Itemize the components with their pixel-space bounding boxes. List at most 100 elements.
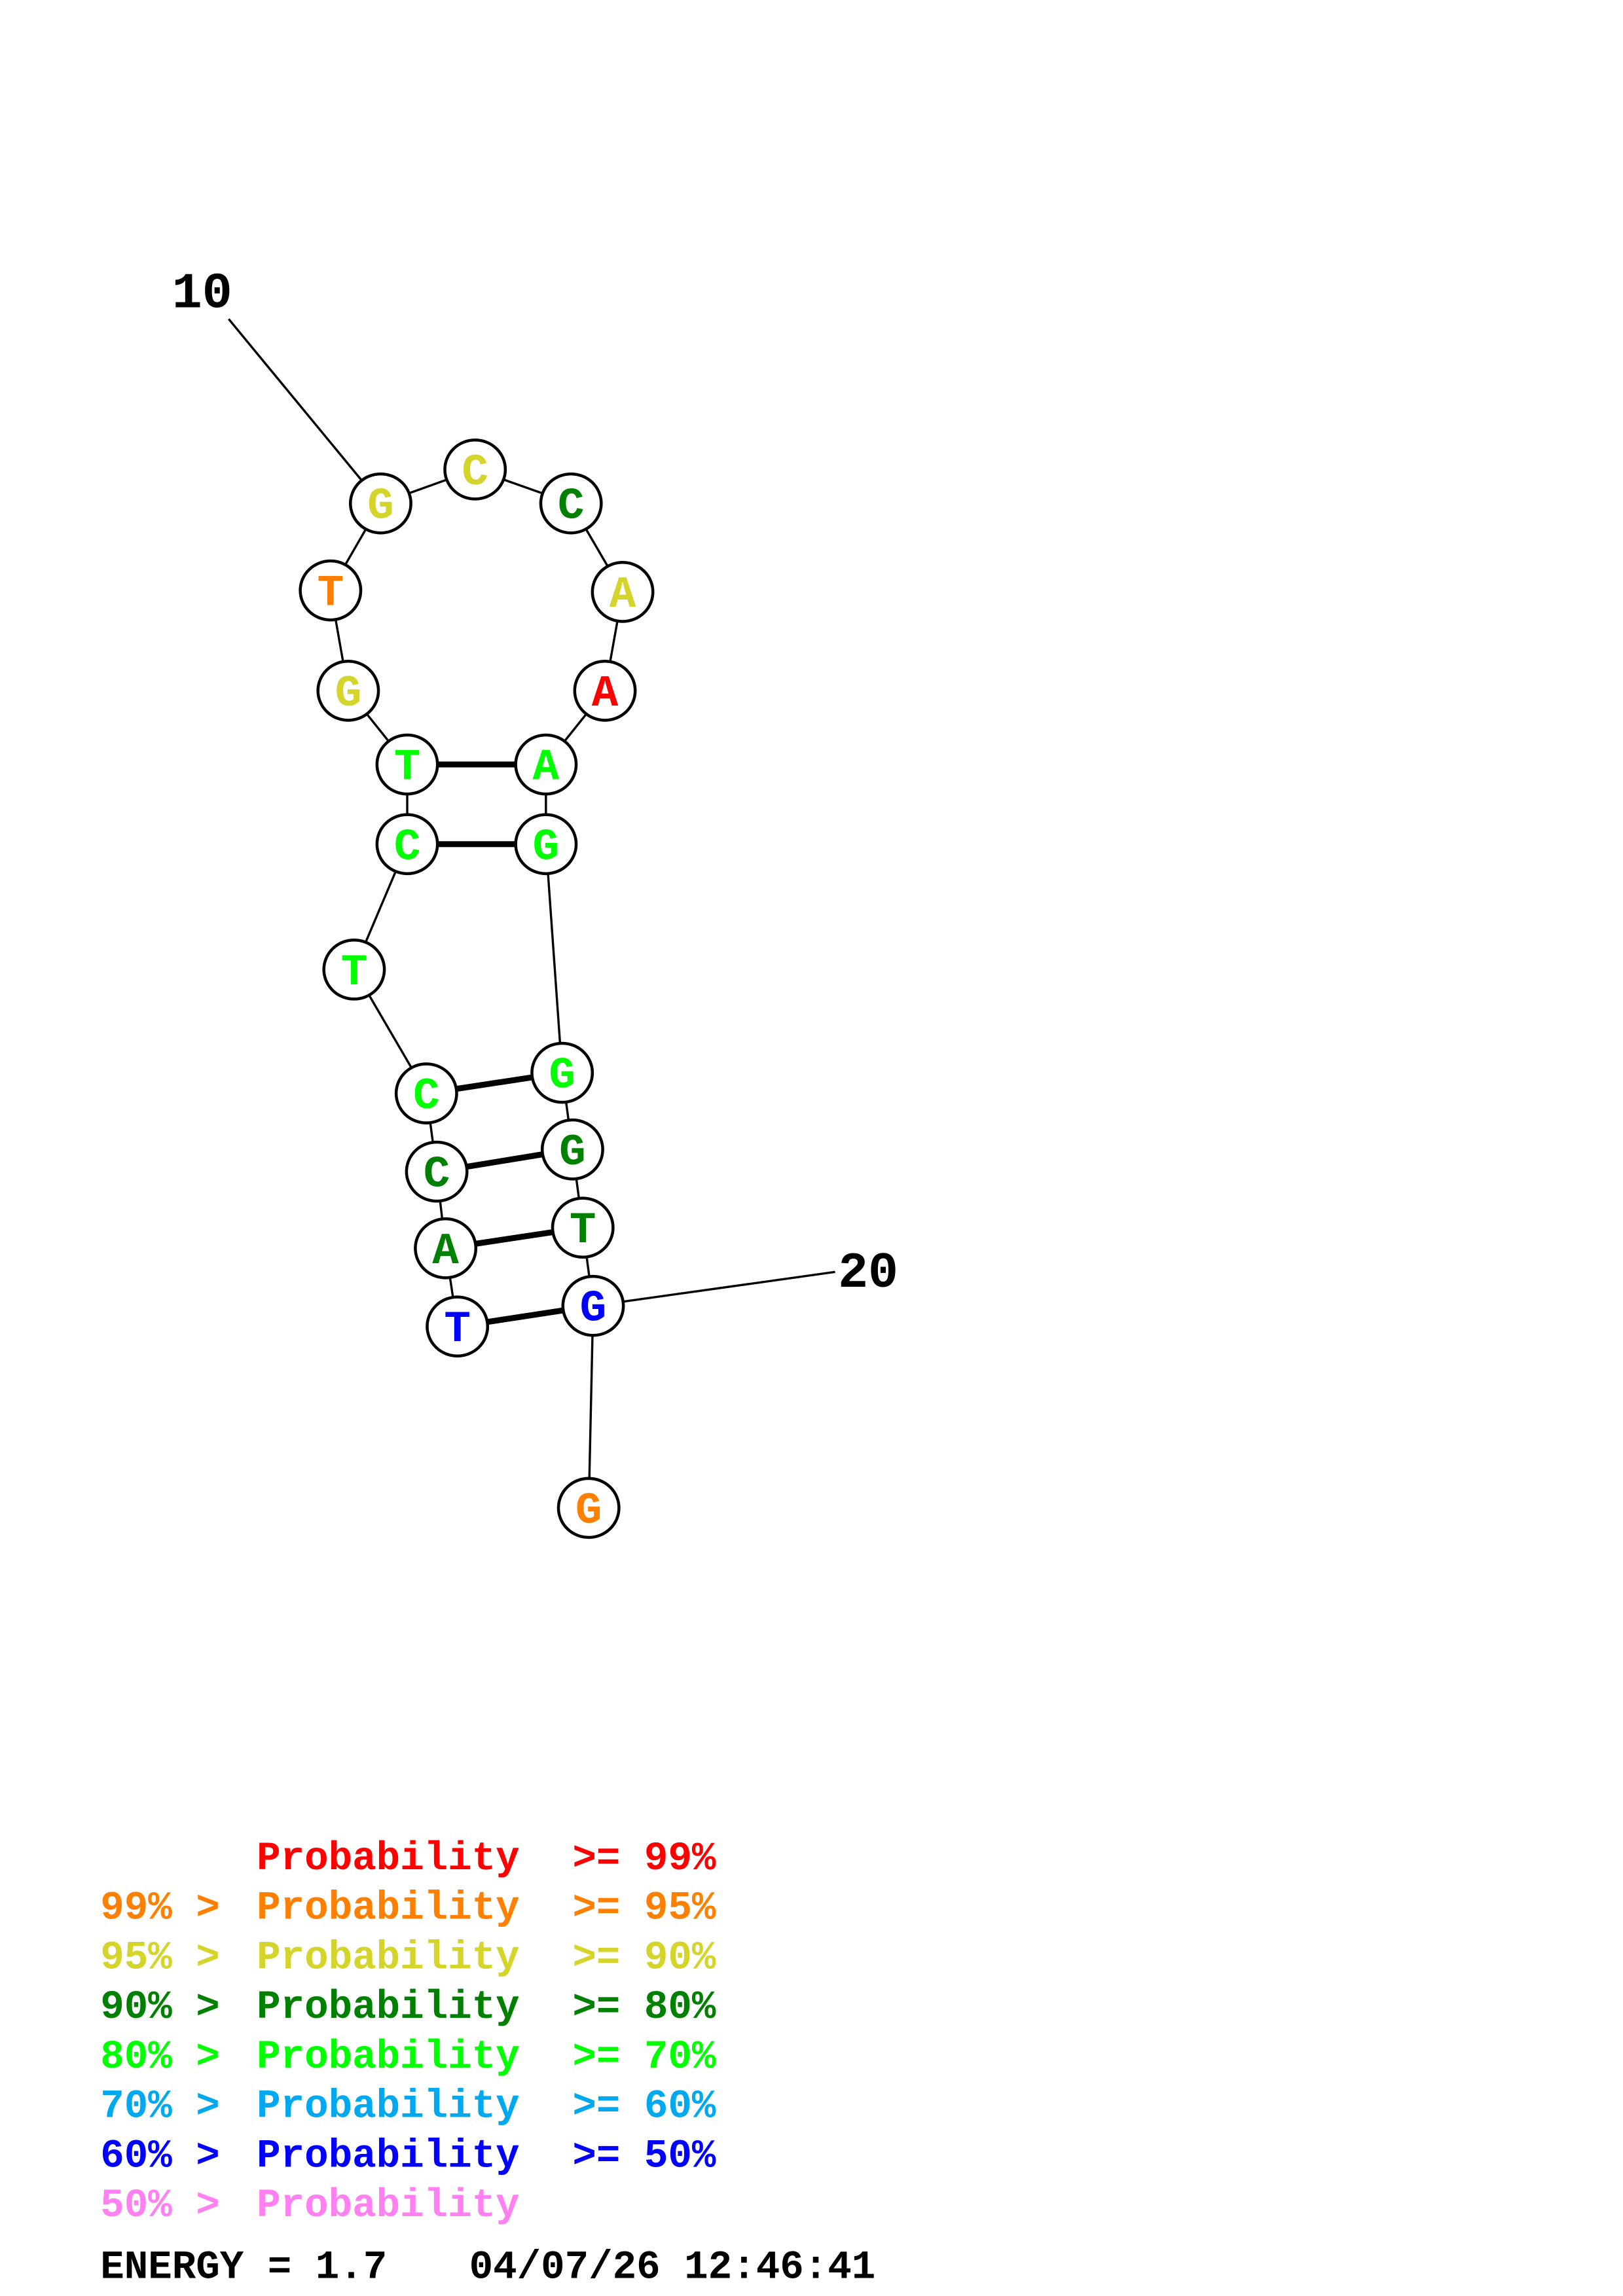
timestamp-label: 04/07/26 12:46:41 xyxy=(469,2245,876,2290)
nucleotide-circle xyxy=(530,1041,594,1104)
nucleotide-base: C xyxy=(413,1072,440,1122)
position-label: 10 xyxy=(172,266,232,323)
nucleotide-11: C xyxy=(443,439,507,501)
nucleotide-base: G xyxy=(575,1486,602,1536)
nucleotide-circle xyxy=(394,1062,458,1124)
nucleotide-base: C xyxy=(424,1151,450,1200)
nucleotide-circle xyxy=(375,733,439,796)
legend-label: Probability xyxy=(257,2085,520,2130)
nucleotide-circle xyxy=(573,660,637,722)
nucleotide-4: C xyxy=(394,1062,458,1124)
nucleotide-circle xyxy=(514,813,578,876)
nucleotide-base: G xyxy=(367,482,394,532)
backbone-link xyxy=(587,1306,594,1508)
backbone-link xyxy=(545,844,564,1073)
nucleotide-base: T xyxy=(318,569,344,619)
legend-suffix: >= 80% xyxy=(572,1985,716,2030)
nucleotide-circle xyxy=(561,1274,625,1337)
nucleotide-base: A xyxy=(610,571,636,620)
nucleotide-circle xyxy=(591,561,655,623)
nucleotide-9: T xyxy=(299,559,363,622)
legend-row: 95% > Probability >= 90% xyxy=(100,1935,716,1981)
legend-suffix: >= 99% xyxy=(572,1837,716,1882)
position-labels: 10 20 xyxy=(172,266,898,1307)
nucleotide-5: T xyxy=(322,938,386,1001)
nucleotide-base: G xyxy=(580,1285,607,1335)
nucleotide-circle xyxy=(539,472,603,535)
legend-row: 99% > Probability >= 95% xyxy=(100,1886,716,1931)
legend-prefix: 70% > xyxy=(100,2085,220,2130)
nucleotide-base: G xyxy=(533,823,560,872)
nucleotide-3: C xyxy=(405,1140,469,1203)
nucleotide-6: C xyxy=(375,813,439,876)
nucleotide-base: G xyxy=(549,1052,575,1102)
nucleotide-base: G xyxy=(335,670,362,719)
legend-prefix: 50% > xyxy=(100,2183,220,2229)
nucleotide-circle xyxy=(443,439,507,501)
legend-prefix: 60% > xyxy=(100,2134,220,2179)
nucleotide-circle xyxy=(540,1118,604,1181)
nucleotide-circle xyxy=(426,1295,490,1358)
legend-label: Probability xyxy=(257,1886,520,1931)
nucleotide-2: A xyxy=(414,1217,478,1280)
nucleotide-12: C xyxy=(539,472,603,535)
legend-label: Probability xyxy=(257,2183,520,2229)
nucleotide-base: C xyxy=(558,482,585,532)
nucleotide-circle xyxy=(414,1217,478,1280)
nucleotide-circle xyxy=(316,660,380,722)
position-label-line xyxy=(228,318,382,505)
nucleotide-circle xyxy=(322,938,386,1001)
legend-label: Probability xyxy=(257,1935,520,1981)
nucleotide-10: G xyxy=(348,472,412,535)
nucleotide-21: G xyxy=(556,1477,621,1539)
nucleotide-circle xyxy=(375,813,439,876)
nucleotide-base: T xyxy=(570,1206,596,1256)
position-label: 20 xyxy=(838,1246,898,1302)
nucleotide-circle xyxy=(405,1140,469,1203)
nucleotide-1: T xyxy=(426,1295,490,1358)
legend-prefix: 95% > xyxy=(100,1935,220,1981)
nucleotide-base: A xyxy=(592,670,619,719)
nucleotide-base: T xyxy=(341,948,368,998)
legend-prefix: 99% > xyxy=(100,1886,220,1931)
nucleotide-8: G xyxy=(316,660,380,722)
legend-label: Probability xyxy=(257,1985,520,2030)
legend-suffix: >= 90% xyxy=(572,1935,716,1981)
nucleotide-7: T xyxy=(375,733,439,796)
nucleotide-circle xyxy=(556,1477,621,1539)
nucleotide-15: A xyxy=(514,733,578,796)
legend-suffix: >= 50% xyxy=(572,2134,716,2179)
legend-row: 80% > Probability >= 70% xyxy=(100,2035,716,2080)
legend-suffix: >= 60% xyxy=(572,2085,716,2130)
energy-label: ENERGY = 1.7 xyxy=(100,2245,387,2290)
nucleotide-13: A xyxy=(591,561,655,623)
legend-label: Probability xyxy=(257,2035,520,2080)
legend-row: 90% > Probability >= 80% xyxy=(100,1985,716,2030)
nucleotide-20: G xyxy=(561,1274,625,1337)
nucleotide-base: T xyxy=(444,1305,471,1355)
legend-row: 70% > Probability >= 60% xyxy=(100,2085,716,2130)
nucleotide-circle xyxy=(514,733,578,796)
probability-legend: Probability>= 99%99% >Probability>= 95%9… xyxy=(100,1837,716,2229)
legend-label: Probability xyxy=(257,1837,520,1882)
nucleotide-circle xyxy=(348,472,412,535)
nucleotide-17: G xyxy=(530,1041,594,1104)
legend-suffix: >= 95% xyxy=(572,1886,716,1931)
legend-prefix: 90% > xyxy=(100,1985,220,2030)
nucleotide-16: G xyxy=(514,813,578,876)
legend-row: Probability >= 99% xyxy=(257,1837,716,1882)
nucleotide-circle xyxy=(299,559,363,622)
nucleotide-19: T xyxy=(551,1196,615,1259)
nucleotide-base: A xyxy=(533,744,560,793)
legend-prefix: 80% > xyxy=(100,2035,220,2080)
nucleotide-14: A xyxy=(573,660,637,722)
nucleotide-base: C xyxy=(462,448,488,498)
nucleotide-base: A xyxy=(432,1227,459,1277)
position-label-line xyxy=(593,1270,835,1307)
legend-row: 50% > Probability xyxy=(100,2183,519,2229)
nucleotide-base: C xyxy=(394,823,421,872)
nucleotide-circle xyxy=(551,1196,615,1259)
nucleotide-18: G xyxy=(540,1118,604,1181)
legend-suffix: >= 70% xyxy=(572,2035,716,2080)
